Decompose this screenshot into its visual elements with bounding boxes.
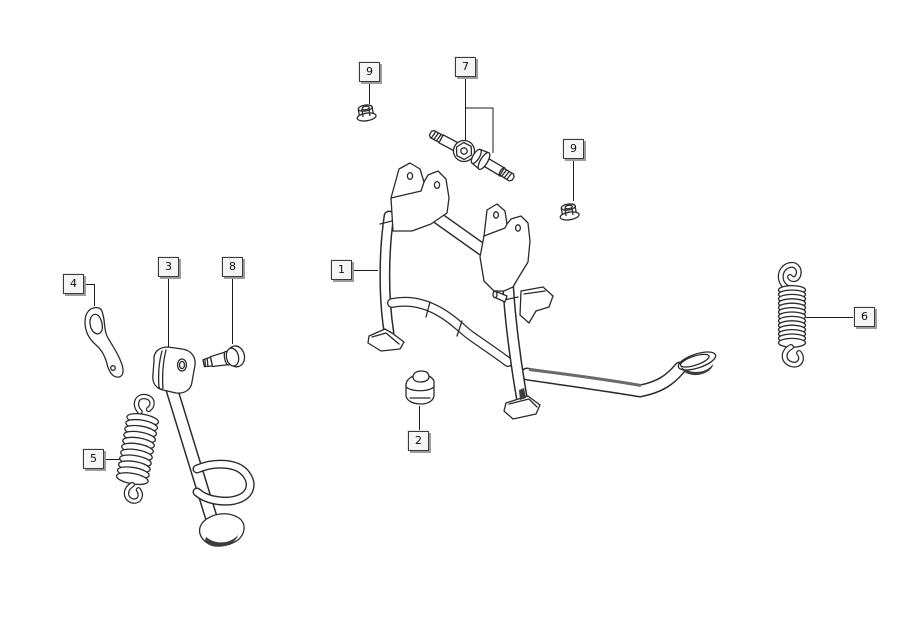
callout-label: 9 xyxy=(366,65,373,78)
flange-nut-left-drawing xyxy=(356,104,377,122)
callout-8-button[interactable]: 8 xyxy=(222,257,243,277)
callout-label: 2 xyxy=(415,434,422,447)
pivot-bolt-drawing xyxy=(202,345,246,368)
side-stand-drawing xyxy=(152,346,255,547)
callout-7-button[interactable]: 7 xyxy=(455,57,476,77)
callout-label: 3 xyxy=(165,260,172,273)
callout-4-button[interactable]: 4 xyxy=(63,274,84,294)
callout-label: 5 xyxy=(90,452,97,465)
center-stand-spring-drawing xyxy=(777,261,807,368)
callout-label: 8 xyxy=(229,260,236,273)
callout-9-left-button[interactable]: 9 xyxy=(359,62,380,82)
callout-leader-lines xyxy=(84,78,853,460)
side-stand-spring-drawing xyxy=(115,393,160,504)
bolt-upper-drawing xyxy=(428,129,476,163)
callout-3-button[interactable]: 3 xyxy=(158,257,179,277)
bolt-lower-drawing xyxy=(470,148,515,182)
callout-1-button[interactable]: 1 xyxy=(331,260,352,280)
callout-label: 1 xyxy=(338,263,345,276)
callout-label: 4 xyxy=(70,277,77,290)
buffer-rubber-drawing xyxy=(405,370,435,405)
callout-label: 9 xyxy=(570,142,577,155)
callout-label: 7 xyxy=(462,60,469,73)
callout-6-button[interactable]: 6 xyxy=(854,307,875,327)
callout-label: 6 xyxy=(861,310,868,323)
callout-5-button[interactable]: 5 xyxy=(83,449,104,469)
callout-2-button[interactable]: 2 xyxy=(408,431,429,451)
center-stand-drawing xyxy=(367,162,717,420)
callout-9-right-button[interactable]: 9 xyxy=(563,139,584,159)
flange-nut-right-drawing xyxy=(559,203,580,221)
side-stand-link-drawing xyxy=(84,307,124,378)
